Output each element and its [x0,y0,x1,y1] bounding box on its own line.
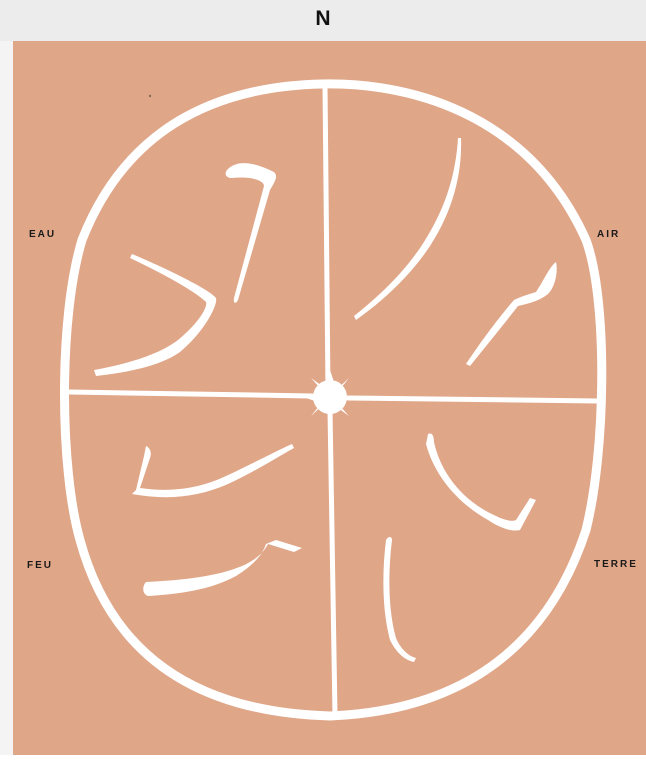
air-arc-mark [354,138,461,320]
terre-curve-mark [383,537,416,662]
terre-check-mark [426,433,536,530]
label-air: AIR [597,229,620,241]
center-star [303,370,357,424]
label-feu: FEU [27,560,53,572]
eau-chevron-mark [94,254,216,376]
speck [149,95,151,97]
label-terre: TERRE [594,559,638,571]
eau-hook-mark [226,163,276,303]
air-flag-mark [466,262,557,366]
label-eau: EAU [29,229,56,241]
feu-wave-mark [143,540,302,596]
feu-bracket-mark [132,444,294,497]
